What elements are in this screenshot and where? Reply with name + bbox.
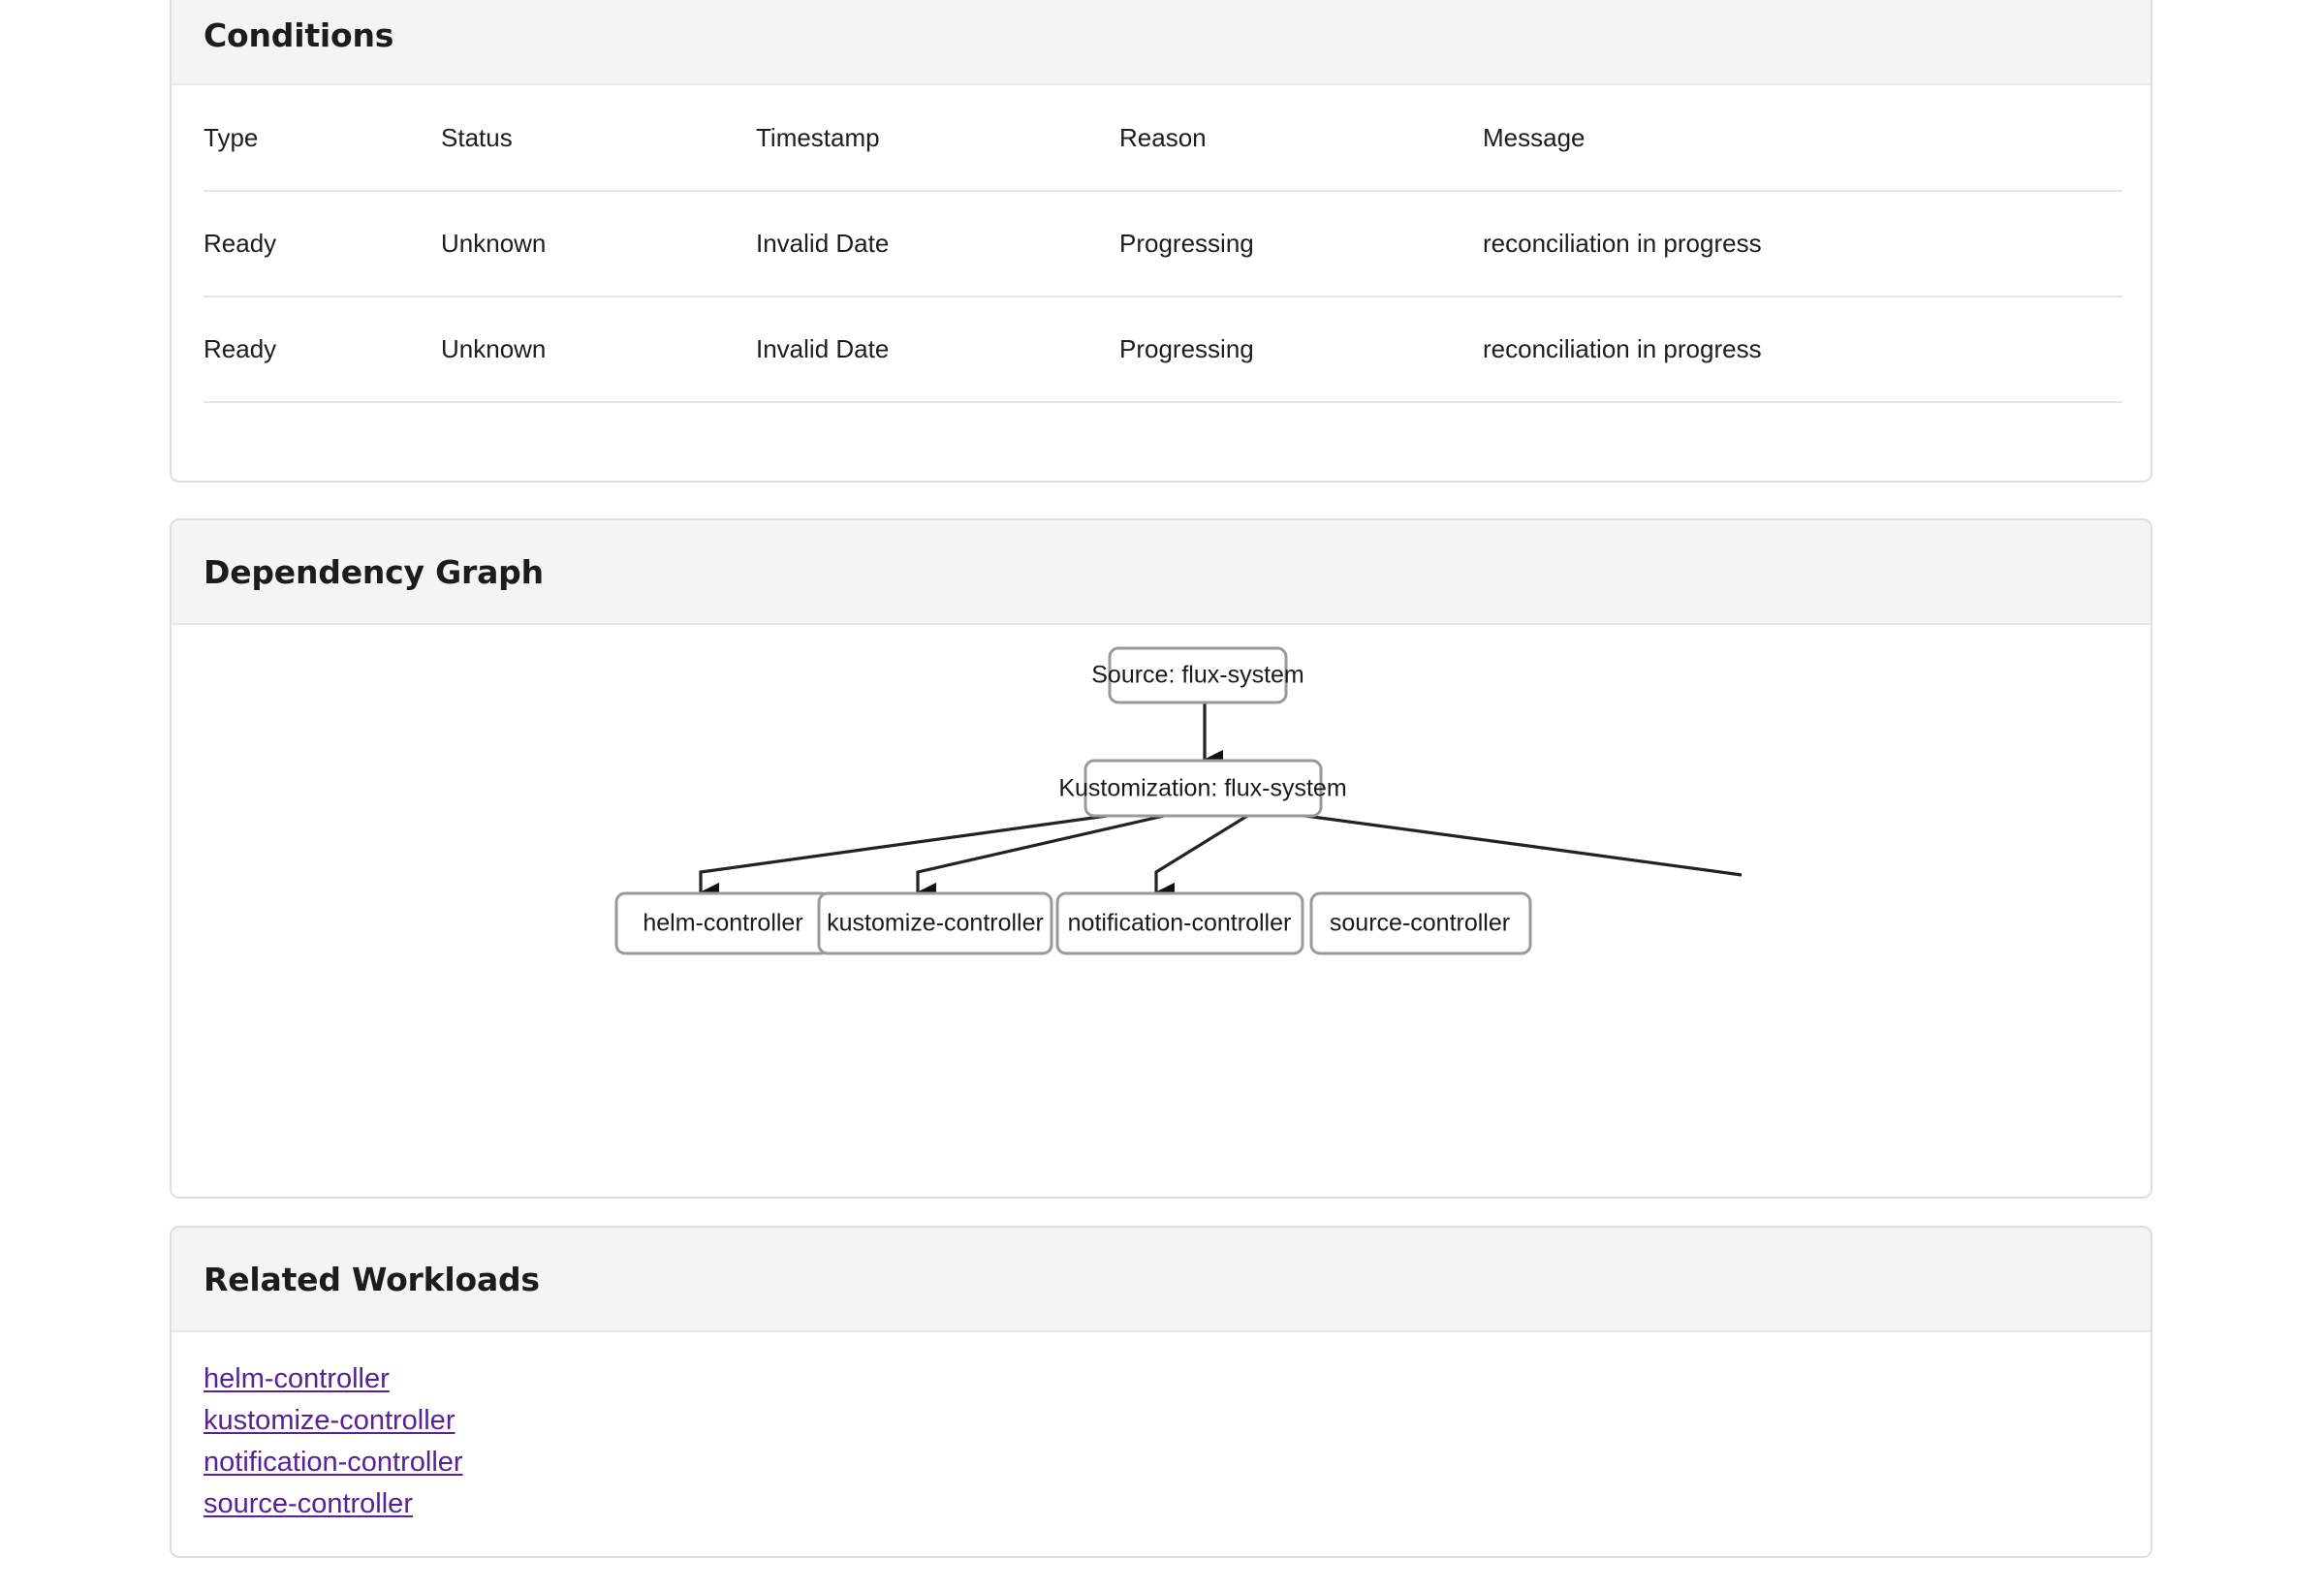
conditions-card-body: Type Status Timestamp Reason Message Rea… [172,85,2151,481]
graph-node-kustomization-box[interactable] [1083,759,1323,818]
dependency-graph-card: Dependency Graph Source: flux-system [170,518,2152,1199]
graph-node-source-controller[interactable]: source-controller [1309,891,1532,955]
dependency-graph-card-header: Dependency Graph [172,520,2151,625]
cell-status: Unknown [441,191,756,297]
table-row: Ready Unknown Invalid Date Progressing r… [204,296,2122,403]
graph-node-source-box[interactable] [1108,646,1288,704]
graph-node-kustomize-controller[interactable]: kustomize-controller [817,891,1053,955]
workload-link-notification-controller[interactable]: notification-controller [204,1447,463,1478]
graph-node-helm-controller[interactable]: helm-controller [614,891,832,955]
graph-edge-kustomization-to-notification-controller [1152,814,1248,905]
graph-node-notification-controller-label: notification-controller [1068,910,1292,937]
graph-node-notification-controller-box[interactable] [1055,891,1304,955]
graph-node-helm-controller-label: helm-controller [643,910,802,937]
page-title-dependency-graph: Dependency Graph [204,552,544,591]
graph-node-kustomize-controller-label: kustomize-controller [827,910,1044,937]
table-header-row: Type Status Timestamp Reason Message [204,85,2122,192]
graph-edge-kustomization-to-kustomize-controller [914,814,1165,905]
list-item: kustomize-controller [204,1402,2119,1444]
column-header-reason: Reason [1119,85,1483,192]
conditions-card: Conditions Type Status Timestamp Reason … [170,0,2152,483]
cell-timestamp: Invalid Date [756,191,1119,297]
dependency-graph-svg[interactable]: Source: flux-system Kustomization: flux-… [172,625,2151,1193]
graph-node-kustomization-label: Kustomization: flux-system [1058,775,1346,802]
conditions-table: Type Status Timestamp Reason Message Rea… [204,85,2122,403]
related-workloads-card-header: Related Workloads [172,1228,2151,1332]
cell-timestamp: Invalid Date [756,296,1119,403]
cell-type: Ready [204,296,441,403]
column-header-status: Status [441,85,756,192]
graph-node-notification-controller[interactable]: notification-controller [1055,891,1304,955]
related-workloads-card: Related Workloads helm-controller kustom… [170,1226,2152,1558]
cell-reason: Progressing [1119,191,1483,297]
graph-node-kustomize-controller-box[interactable] [817,891,1053,955]
graph-edge-kustomization-to-source-controller [1290,812,1743,877]
list-item: source-controller [204,1485,2119,1527]
related-workloads-card-body: helm-controller kustomize-controller not… [172,1332,2151,1556]
column-header-timestamp: Timestamp [756,85,1119,192]
list-item: notification-controller [204,1444,2119,1485]
workload-link-kustomize-controller[interactable]: kustomize-controller [204,1405,455,1436]
column-header-type: Type [204,85,441,192]
workload-link-helm-controller[interactable]: helm-controller [204,1363,390,1394]
cell-reason: Progressing [1119,296,1483,403]
dependency-graph-card-body: Source: flux-system Kustomization: flux-… [172,625,2151,1197]
list-item: helm-controller [204,1360,2119,1402]
related-workloads-list: helm-controller kustomize-controller not… [204,1360,2119,1527]
graph-node-kustomization[interactable]: Kustomization: flux-system [1058,759,1347,818]
conditions-card-header: Conditions [172,0,2151,85]
graph-node-source-controller-label: source-controller [1330,910,1510,937]
cell-message: reconciliation in progress [1483,296,2122,403]
page-title-conditions: Conditions [204,16,394,54]
page-title-related-workloads: Related Workloads [204,1260,540,1298]
graph-edge-kustomization-to-helm-controller [697,812,1122,905]
graph-node-source-label: Source: flux-system [1091,662,1304,689]
workload-link-source-controller[interactable]: source-controller [204,1488,413,1519]
graph-node-source-controller-box[interactable] [1309,891,1532,955]
column-header-message: Message [1483,85,2122,192]
graph-node-source[interactable]: Source: flux-system [1091,646,1304,704]
cell-status: Unknown [441,296,756,403]
cell-type: Ready [204,191,441,297]
table-row: Ready Unknown Invalid Date Progressing r… [204,191,2122,297]
cell-message: reconciliation in progress [1483,191,2122,297]
